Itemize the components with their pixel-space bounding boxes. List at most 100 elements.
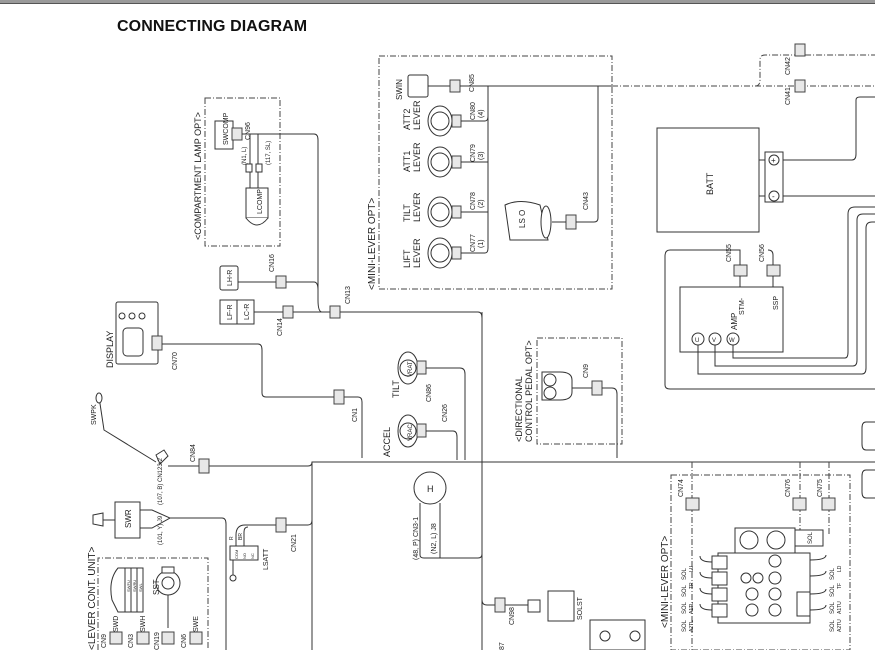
sol-lu-label: LU	[689, 565, 695, 572]
n1l-label: (N1, L)	[242, 147, 248, 165]
sol-label: SOL	[808, 531, 814, 544]
cn75-label: CN75	[817, 479, 824, 497]
lh-r-lamp: LH-R CN16	[219, 254, 319, 291]
accel-label: ACCEL	[382, 427, 392, 457]
lever-cont-unit-label: <LEVER CONT. UNIT>	[87, 546, 98, 650]
cn1-label: CN1	[352, 408, 359, 422]
lever-name: ATT1	[402, 151, 412, 172]
cn77-label: CN77	[470, 234, 477, 252]
com-label: COM	[234, 550, 239, 559]
ls-att-label: LSATT	[263, 548, 270, 570]
sol-label: SOL	[682, 601, 688, 614]
lever-index: (3)	[478, 151, 485, 160]
cn87-label: 87	[499, 642, 506, 650]
lever-lift: LIFT LEVER CN77 (1)	[402, 116, 489, 269]
directional-pedal-border	[536, 337, 623, 445]
vrat-label: VRAT	[408, 361, 414, 377]
swr-label: SWR	[124, 509, 133, 528]
cn74-label: CN74	[678, 479, 685, 497]
lamp-comp-label: LCOMP	[257, 189, 264, 214]
compartment-lamp-opt-group: <COMPARTMENT LAMP OPT> SWCOMP CN96 (N1, …	[193, 97, 319, 300]
sol-tr-label: TR	[689, 582, 695, 589]
no-label: NO	[242, 553, 247, 559]
sw-pk-label: SWPK	[91, 404, 98, 425]
sol-label: SOL	[682, 619, 688, 632]
batt-label: BATT	[705, 172, 715, 195]
page-title: CONNECTING DIAGRAM	[117, 18, 308, 35]
cn13-label: CN13	[345, 286, 352, 304]
horn: H (48, P) CN3-1 (N2, L) J8	[413, 471, 483, 560]
lever-index: (2)	[478, 199, 485, 208]
motor-controller: CN55 CN56 STM- SSP AMP U V W	[664, 206, 875, 390]
w-terminal: W	[729, 338, 735, 344]
cn19-label: CN19	[154, 632, 161, 650]
lf-r-lc-r-lamp: LF-R LC-R CN14 CN13	[219, 286, 483, 460]
right-edge-wires	[861, 421, 875, 499]
sw-in-label: SWIN	[395, 79, 404, 100]
cn6-label: CN6	[181, 634, 188, 648]
sw-pk-switch: SWPK CN84	[91, 392, 875, 474]
sol-st-label: SOLST	[577, 596, 584, 620]
n117sl-label: (117, SL)	[266, 141, 272, 165]
horn-label: H	[427, 484, 434, 494]
mini-lever-valve-label: <MINI-LEVER OPT>	[660, 536, 671, 628]
j9-label: (101, Y) J9	[158, 515, 164, 545]
sw-l-label: SWL	[138, 583, 143, 592]
cn78-label: CN78	[470, 192, 477, 210]
cn41-connector	[794, 79, 806, 93]
v-terminal: V	[712, 338, 716, 344]
batt-plus-label: +	[771, 156, 776, 165]
ls-att-switch: COM NO NC R BR LSATT CN21	[229, 517, 313, 582]
cn96-connector	[231, 127, 243, 141]
directional-pedal-opt-group: <DIRECTIONAL CONTROL PEDAL OPT> CN9	[514, 337, 623, 458]
cn3-1-label: (48, P) CN3-1	[413, 517, 420, 560]
cn43-label: CN43	[583, 192, 590, 210]
u-terminal: U	[695, 338, 699, 344]
display-label: DISPLAY	[105, 331, 115, 368]
lever-name: ATT2	[402, 109, 412, 130]
battery: BATT + -	[656, 96, 875, 233]
directional-pedal-label-1: <DIRECTIONAL	[514, 376, 524, 442]
lever-name: LEVER	[412, 142, 422, 172]
sol-label: SOL	[682, 567, 688, 580]
directional-pedal-label-2: CONTROL PEDAL OPT>	[524, 340, 534, 442]
cn96-label: CN96	[245, 122, 252, 140]
compartment-lamp-group-border	[204, 97, 281, 247]
r-wire-label: R	[229, 536, 235, 540]
lever-name: LEVER	[412, 238, 422, 268]
stm-label: STM-	[739, 297, 746, 315]
cn56-label: CN56	[759, 244, 766, 262]
mini-lever-group-label: <MINI-LEVER OPT>	[367, 198, 378, 290]
mini-lever-group-border	[378, 55, 613, 290]
sol-label: SOL	[830, 619, 836, 632]
lever-cont-unit-border	[97, 557, 209, 650]
vrat-sensor: VRAT TILT CN86	[391, 351, 466, 460]
sol-tf-label: TF	[837, 583, 843, 589]
lcr-label: LC-R	[244, 304, 251, 320]
cn14-label: CN14	[277, 318, 284, 336]
cn80-label: CN80	[470, 102, 477, 120]
ls-o-label: LS O	[518, 210, 527, 228]
batt-minus-label: -	[772, 192, 775, 201]
sol-label: SOL	[830, 584, 836, 597]
sol-label: SOL	[830, 601, 836, 614]
sol-a2tu-label: A2TU	[837, 619, 843, 632]
sol-label: SOL	[682, 584, 688, 597]
am-label: AMP	[730, 313, 739, 330]
lever-name: LEVER	[412, 192, 422, 222]
sw-fu-label: SWFU	[126, 580, 131, 592]
cn3-label: CN3	[128, 634, 135, 648]
sw-h-label: SWH	[140, 616, 147, 632]
sol-st-solenoid: CN98 87 SOLST	[481, 590, 646, 650]
ssp-label: SSP	[773, 296, 780, 310]
bus-line-top	[612, 54, 875, 87]
sol-a1tl-label: A1TL	[689, 602, 695, 614]
cn26-label: CN26	[442, 404, 449, 422]
vrac-label: VRAC	[408, 424, 414, 441]
sw-in-switch: SWIN CN85	[395, 74, 612, 100]
cn86-label: CN86	[426, 384, 433, 402]
cn21-label: CN21	[291, 534, 298, 552]
lever-cont-unit-group: <LEVER CONT. UNIT> SWFU SWRU SWL SST SWD…	[87, 546, 209, 650]
cn98-label: CN98	[509, 607, 516, 625]
